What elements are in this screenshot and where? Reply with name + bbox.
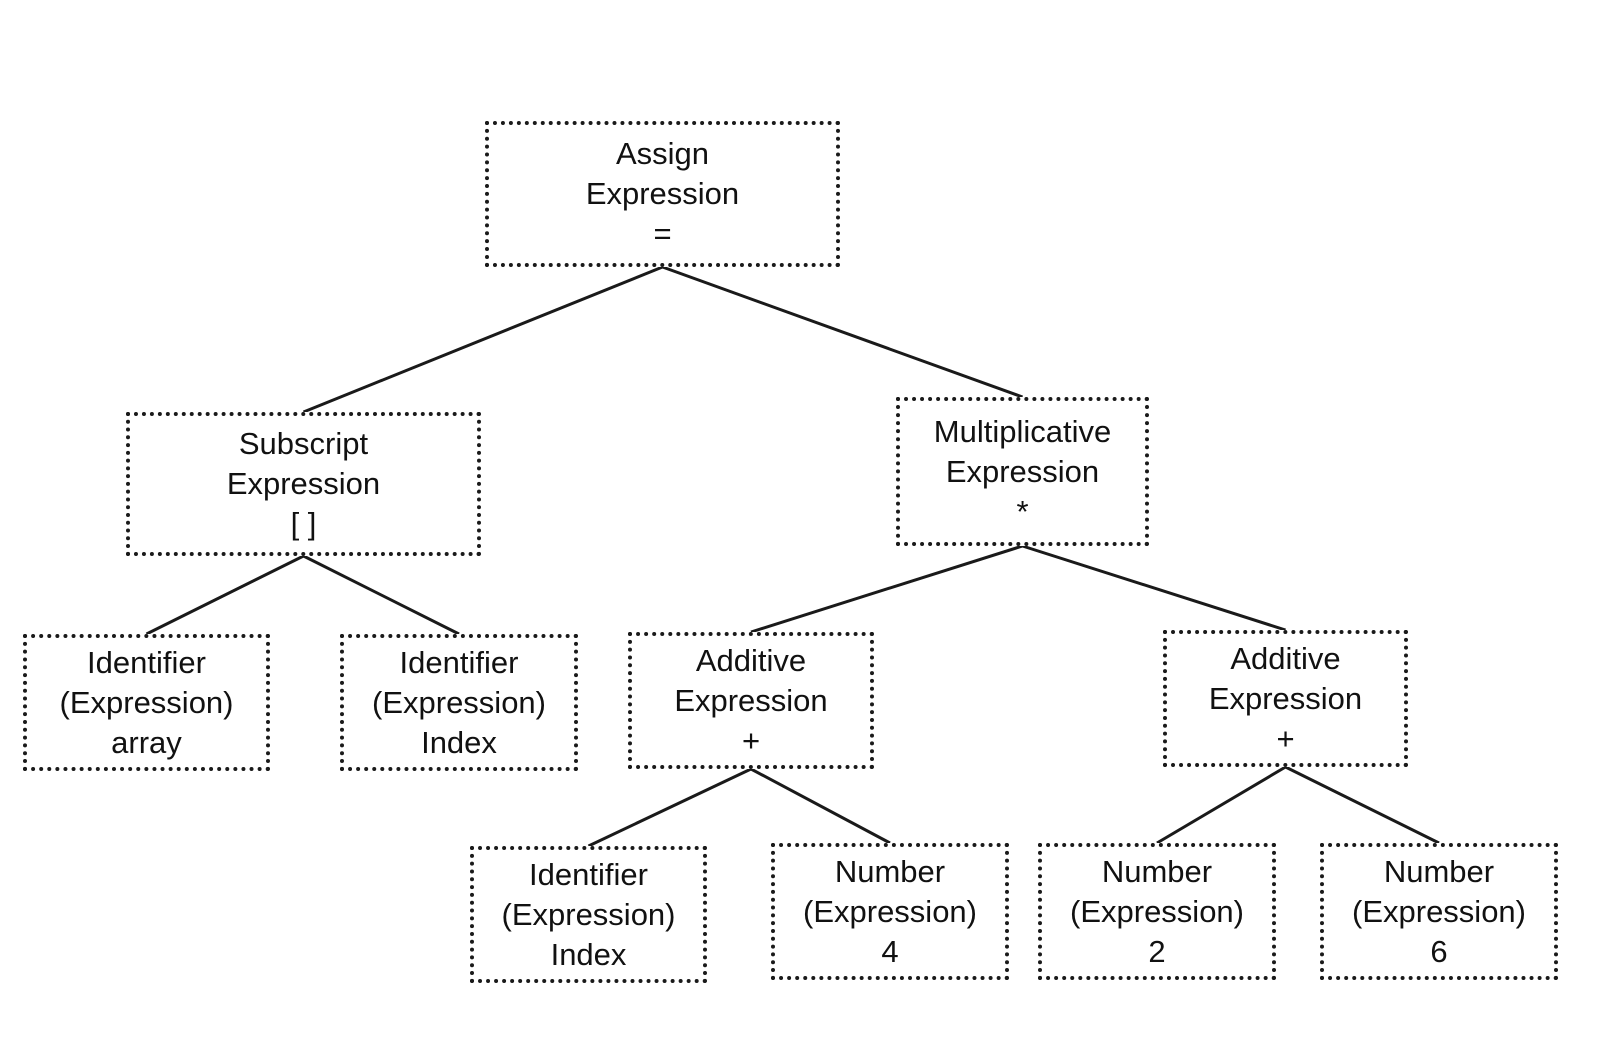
edge-additive_2-to-num_6 [1284, 765, 1440, 845]
node-line-2: (Expression) [59, 684, 234, 720]
node-line-1: Identifier [399, 644, 519, 680]
node-line-1: Additive [1230, 640, 1341, 676]
number-4-node: Number (Expression) 4 [771, 843, 1009, 980]
node-line-2: (Expression) [1070, 893, 1244, 929]
node-line-2: Expression [1208, 680, 1363, 716]
additive-expression-node-left: Additive Expression + [628, 632, 874, 769]
node-line-1: Identifier [529, 856, 648, 892]
node-line-3: 6 [1430, 933, 1448, 969]
identifier-array-node: Identifier (Expression) array [23, 634, 270, 771]
multiplicative-expression-node: Multiplicative Expression * [896, 397, 1149, 546]
node-line-1: Identifier [87, 644, 206, 680]
node-line-3: * [1016, 493, 1029, 529]
node-line-1: Subscript [238, 426, 369, 461]
node-line-2: Expression [585, 176, 740, 211]
node-line-3: + [1276, 720, 1295, 756]
node-line-3: + [741, 722, 761, 758]
node-line-3: = [653, 216, 672, 251]
number-2-node: Number (Expression) 2 [1038, 843, 1276, 980]
node-line-2: (Expression) [501, 896, 676, 932]
node-line-2: (Expression) [803, 893, 977, 929]
node-line-2: Expression [226, 466, 381, 501]
node-line-3: 4 [881, 933, 899, 969]
node-line-2: (Expression) [1352, 893, 1526, 929]
node-line-3: 2 [1148, 933, 1166, 969]
edge-multiplicative-to-additive_2 [1022, 544, 1286, 632]
node-line-3: Index [550, 936, 627, 972]
node-line-1: Number [834, 853, 946, 889]
node-line-3: array [111, 724, 182, 760]
node-line-3: Index [421, 724, 497, 760]
node-line-2: Expression [945, 453, 1100, 489]
edge-additive_2-to-num_2 [1156, 765, 1287, 845]
number-6-node: Number (Expression) 6 [1320, 843, 1558, 980]
edge-assign-to-subscript [302, 265, 664, 414]
edge-additive_1-to-id_index_2 [587, 767, 752, 848]
node-line-1: Additive [695, 642, 807, 678]
edge-multiplicative-to-additive_1 [750, 544, 1023, 634]
edge-subscript-to-id_array [145, 554, 305, 636]
node-line-1: Number [1101, 853, 1213, 889]
node-line-2: (Expression) [372, 684, 546, 720]
additive-expression-node-right: Additive Expression + [1163, 630, 1408, 767]
node-line-1: Multiplicative [933, 413, 1112, 449]
subscript-expression-node: Subscript Expression [ ] [126, 412, 481, 556]
edge-subscript-to-id_index_1 [302, 554, 460, 636]
identifier-index-node: Identifier (Expression) Index [340, 634, 578, 771]
node-line-1: Number [1383, 853, 1495, 889]
node-line-1: Assign [615, 136, 710, 171]
edge-additive_1-to-num_4 [750, 767, 891, 845]
node-line-2: Expression [674, 682, 828, 718]
assign-expression-node: Assign Expression = [485, 121, 840, 267]
identifier-index-node-lower: Identifier (Expression) Index [470, 846, 707, 983]
edge-assign-to-multiplicative [661, 265, 1024, 399]
node-line-3: [ ] [290, 506, 317, 541]
